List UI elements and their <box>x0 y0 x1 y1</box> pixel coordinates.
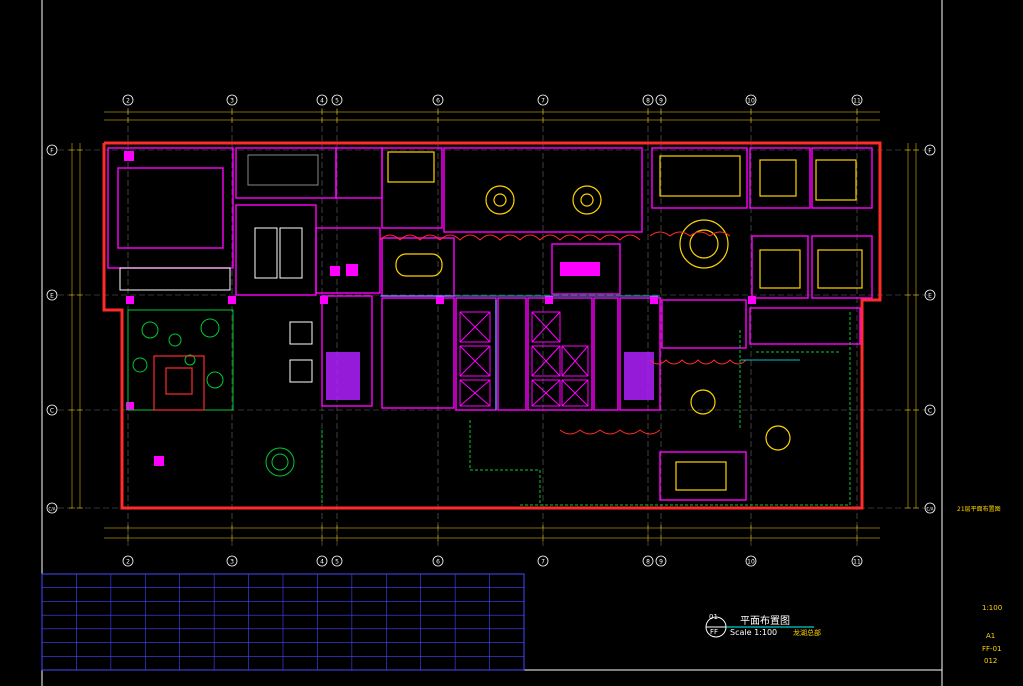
partition-walls <box>107 147 873 501</box>
grid-bubble-col <box>642 94 654 106</box>
grid-bubble-col <box>537 555 549 567</box>
grid-bubble-col-label: 7 <box>541 98 545 105</box>
dimension-lines <box>69 109 919 541</box>
grid-bubble-col-label: 9 <box>659 559 663 566</box>
grid-bubble-col <box>316 94 328 106</box>
grid-bubble-row <box>46 404 58 416</box>
grid-bubble-col-label: 6 <box>436 559 440 566</box>
grid-bubble-col-label: 4 <box>320 559 324 566</box>
grid-bubble-row <box>924 404 936 416</box>
grid-bubble-row-label: E <box>50 293 54 300</box>
column-markers <box>124 151 756 466</box>
grid-bubble-col-label: 2 <box>126 98 130 105</box>
grid-bubble-col <box>122 555 134 567</box>
grid-bubble-col-label: 7 <box>541 559 545 566</box>
annotation-lines <box>380 295 800 410</box>
side-sheet-label: 21层平面布置图 <box>957 506 1001 513</box>
grid-bubble-col <box>316 555 328 567</box>
grid-bubble-row-label: C <box>50 408 54 415</box>
grid-bubble-col-label: 5 <box>335 98 339 105</box>
stairs <box>326 352 654 400</box>
elevator-shafts <box>459 311 589 407</box>
grid-bubble-col <box>745 94 757 106</box>
grid-bubble-col <box>331 94 343 106</box>
title-block-scale: 1:100 <box>982 604 1003 612</box>
grid-bubble-col-label: 2 <box>126 559 130 566</box>
grid-bubble-row <box>46 144 58 156</box>
grid-bubble-row <box>924 502 936 514</box>
grid-bubble-row <box>924 144 936 156</box>
grid-bubble-col-label: 8 <box>646 98 650 105</box>
grid-bubble-col-label: 5 <box>335 559 339 566</box>
title-callout <box>705 616 814 638</box>
grid-bubble-row <box>924 289 936 301</box>
grid-bubble-col <box>745 555 757 567</box>
grid-bubble-col-label: 10 <box>747 98 755 105</box>
exterior-wall <box>102 141 882 510</box>
title-callout-sheet: FF <box>710 628 719 636</box>
title-block-drawing-no: FF-01 <box>982 645 1002 653</box>
drawing-scale: Scale 1:100 <box>730 628 778 637</box>
grid-bubble-col <box>655 555 667 567</box>
grid-bubble-col-label: 3 <box>230 559 234 566</box>
grid-bubble-col <box>432 94 444 106</box>
grid-bubble-row <box>46 289 58 301</box>
grid-bubble-col <box>226 94 238 106</box>
grid-bubble-row-label: C/A <box>927 507 934 512</box>
grid-bubble-col <box>122 94 134 106</box>
grid-bubble-row-label: F <box>50 148 54 155</box>
grid-bubble-col-label: 9 <box>659 98 663 105</box>
round-tables <box>485 185 791 451</box>
grid-bubble-col <box>226 555 238 567</box>
title-block-size: A1 <box>986 632 996 640</box>
water-feature <box>153 355 205 411</box>
grid-bubble-col <box>642 555 654 567</box>
grid-bubble-col <box>851 94 863 106</box>
revision-clouds <box>379 231 747 435</box>
workstations <box>119 154 319 383</box>
title-block-sheet-no: 012 <box>984 657 998 665</box>
grid-bubble-col-label: 10 <box>747 559 755 566</box>
grid-bubble-col-label: 6 <box>436 98 440 105</box>
grid-bubble-row-label: F <box>928 148 932 155</box>
grid-bubble-col <box>537 94 549 106</box>
grid-bubble-col-label: 3 <box>230 98 234 105</box>
drawing-title: 平面布置图 <box>740 616 790 627</box>
title-callout-number: 01 <box>709 613 718 621</box>
grid-bubble-col <box>655 94 667 106</box>
grid-bubble-col <box>331 555 343 567</box>
conference-table <box>387 151 863 491</box>
grid-bubble-col-label: 4 <box>320 98 324 105</box>
grid-bubble-col-label: 8 <box>646 559 650 566</box>
drawing-note: 龙湖总部 <box>793 629 821 637</box>
grid-bubble-col <box>432 555 444 567</box>
finish-schedule-table <box>41 573 525 671</box>
grid-bubble-col <box>851 555 863 567</box>
grid-bubble-row-label: E <box>928 293 932 300</box>
grid-bubble-row-label: C/A <box>49 507 56 512</box>
grid-bubble-row-label: C <box>928 408 932 415</box>
grid-bubble-row <box>46 502 58 514</box>
planting-areas <box>127 309 851 506</box>
grid-bubble-col-label: 11 <box>853 559 861 566</box>
grid-bubble-col-label: 11 <box>853 98 861 105</box>
